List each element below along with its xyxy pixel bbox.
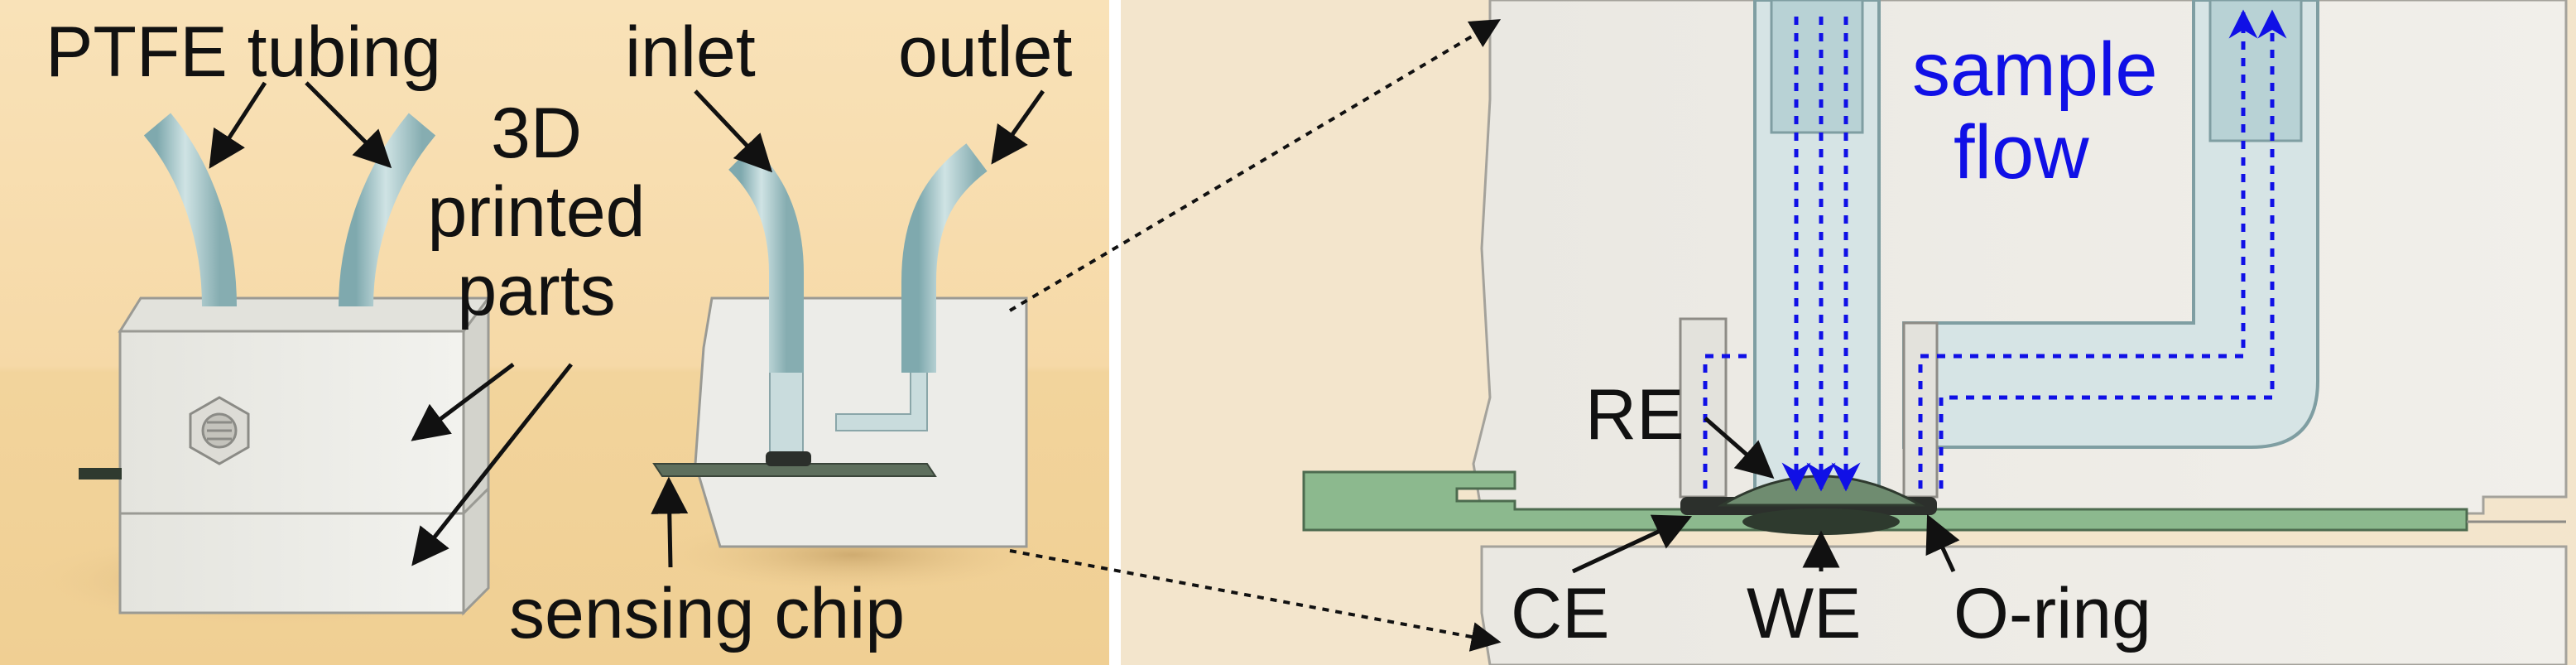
re-label: RE: [1585, 375, 1684, 455]
panel-divider: [1109, 0, 1121, 665]
sensing-chip-label: sensing chip: [509, 574, 905, 653]
outlet-label: outlet: [898, 12, 1072, 92]
printed-label-line2: printed: [428, 172, 646, 252]
ce-label: CE: [1511, 574, 1609, 653]
sample-flow-arrows: [1703, 9, 2287, 492]
re-arrow: [1704, 417, 1775, 479]
ptfe-arrow-2: [305, 81, 392, 169]
sample-flow-label-line1: sample: [1912, 27, 2158, 112]
ptfe-arrow-1: [209, 81, 267, 169]
we-label: WE: [1747, 574, 1862, 653]
o-ring-arrow: [1925, 513, 1960, 573]
printed-label-line1: 3D: [491, 94, 582, 173]
printed-arrow-2: [411, 363, 573, 566]
ce-arrow: [1571, 514, 1693, 574]
sensing-chip-arrow: [651, 476, 689, 568]
ptfe-tube-1: [143, 113, 237, 307]
ptfe-tubing-label: PTFE tubing: [46, 12, 441, 92]
sample-flow-label-line2: flow: [1954, 110, 2089, 195]
housing-lower-section: [1480, 545, 2568, 665]
ptfe-tube-2: [339, 113, 436, 307]
outlet-arrow: [991, 89, 1045, 165]
housing-cutaway: [652, 296, 1028, 548]
zoom-connector-bottom: [1009, 549, 1502, 652]
inlet-tube-section: [1770, 0, 1864, 134]
o-ring-label: O-ring: [1954, 574, 2151, 653]
printed-arrow-1: [411, 363, 515, 441]
outlet-tube: [901, 143, 988, 373]
sensing-chip-section: [1302, 470, 2468, 532]
working-electrode: [1742, 508, 1900, 535]
outlet-tube-section: [2208, 0, 2303, 142]
zoom-connector-top: [1008, 19, 1502, 312]
housing-assembled: [79, 294, 491, 616]
inlet-label: inlet: [625, 12, 756, 92]
right-panel: sample flow RE CE WE O-ring: [1121, 0, 2576, 665]
left-panel: PTFE tubing inlet outlet 3D printed part…: [0, 0, 1109, 665]
inlet-arrow: [694, 89, 773, 173]
printed-label-line3: parts: [457, 251, 615, 330]
